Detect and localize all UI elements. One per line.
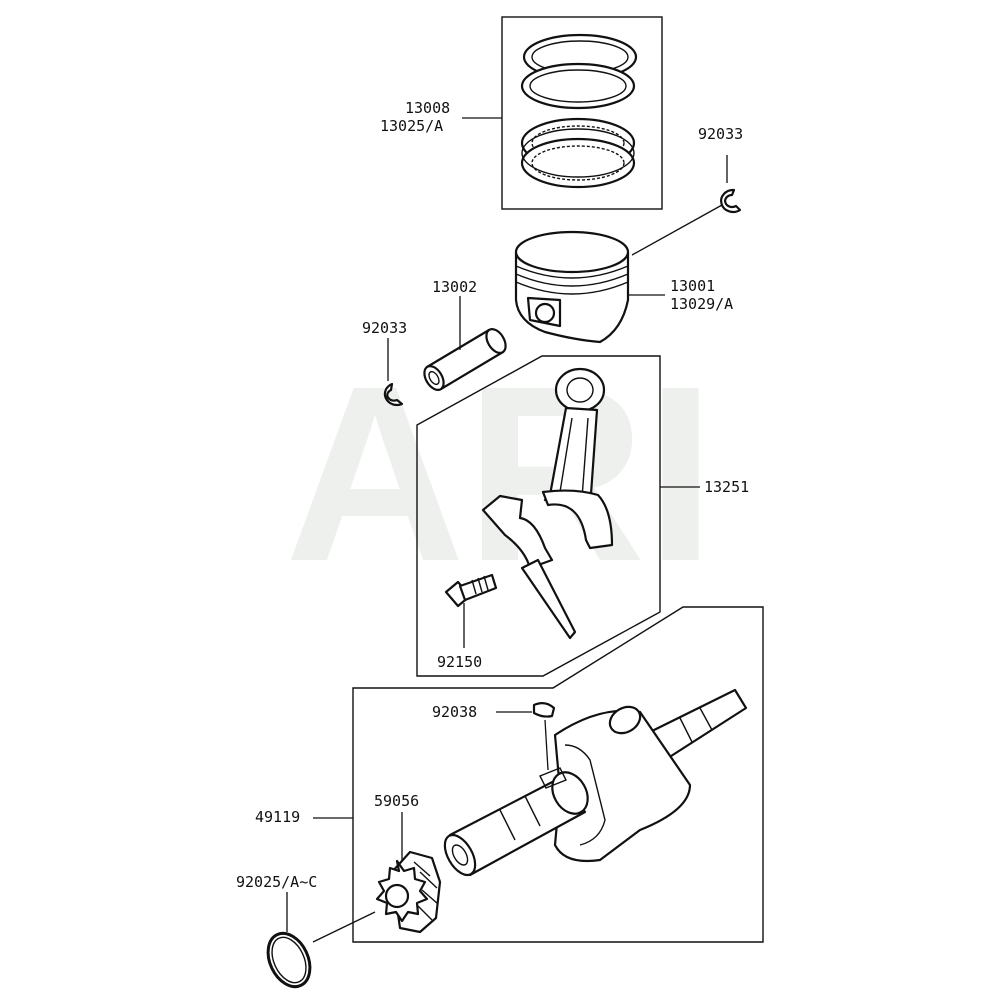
label-piston-clip-top: 92033 — [698, 125, 743, 143]
label-piston-rings-1: 13008 — [405, 99, 450, 117]
key-icon — [532, 701, 556, 718]
o-ring-icon — [266, 931, 312, 989]
piston-clip-top-icon — [720, 188, 742, 214]
label-piston-1: 13001 — [670, 277, 715, 295]
gear-icon — [375, 850, 442, 934]
label-piston-rings-2: 13025/A — [380, 117, 443, 135]
piston-rings-box — [501, 16, 663, 210]
label-piston-2: 13029/A — [670, 295, 733, 313]
label-o-ring: 92025/A~C — [236, 873, 317, 891]
connecting-rod-box — [416, 355, 661, 677]
label-rod-bolt: 92150 — [437, 653, 482, 671]
rod-bolt-icon — [444, 573, 498, 608]
label-piston-pin: 13002 — [432, 278, 477, 296]
piston-icon — [514, 230, 630, 344]
leader-gear-to-oring — [312, 911, 376, 943]
piston-pin-icon — [423, 328, 507, 391]
label-gear: 59056 — [374, 792, 419, 810]
crankshaft-box — [352, 606, 764, 943]
leader-key-to-shaft — [544, 719, 549, 771]
watermark: ARI — [285, 334, 716, 613]
label-piston-clip-left: 92033 — [362, 319, 407, 337]
connecting-rod-icon — [481, 367, 614, 640]
label-key: 92038 — [432, 703, 477, 721]
label-connecting-rod: 13251 — [704, 478, 749, 496]
leader-clip-to-piston — [631, 204, 723, 256]
crankshaft-icon — [443, 688, 748, 877]
piston-clip-left-icon — [383, 382, 404, 407]
label-crankshaft: 49119 — [255, 808, 300, 826]
piston-rings-group — [520, 33, 638, 189]
